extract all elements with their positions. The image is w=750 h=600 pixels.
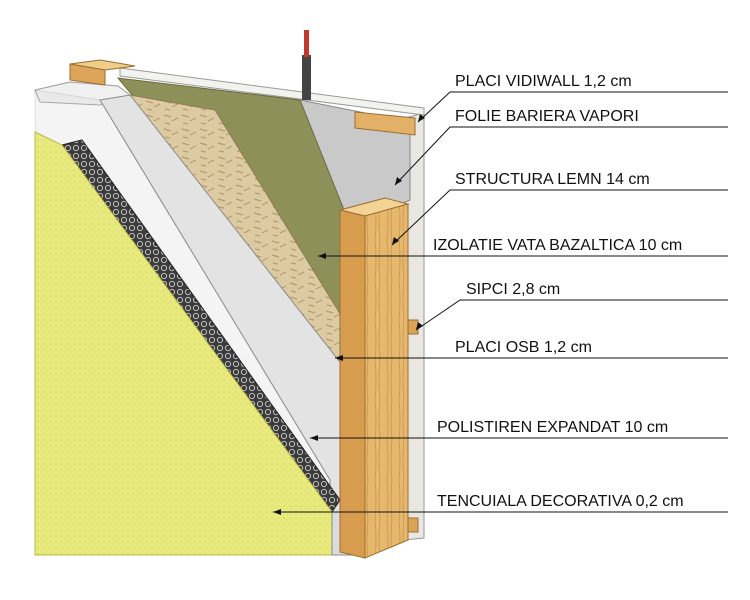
label-structura: STRUCTURA LEMN 14 cm: [455, 171, 650, 188]
leader-folie: [394, 126, 728, 186]
leader-arrows: [273, 114, 425, 515]
arrow-sipci: [416, 322, 423, 330]
arrow-tencuiala: [273, 509, 281, 515]
timber-top-rail: [354, 111, 416, 136]
timber-stud-front: [339, 209, 366, 559]
timber-stud-side: [364, 203, 409, 559]
label-izolatie: IZOLATIE VATA BAZALTICA 10 cm: [433, 237, 682, 254]
layer-labels: PLACI VIDIWALL 1,2 cm FOLIE BARIERA VAPO…: [433, 73, 684, 510]
label-sipci: SIPCI 2,8 cm: [466, 281, 560, 298]
arrow-folie: [395, 177, 402, 185]
leader-vidiwall: [417, 91, 728, 123]
label-folie: FOLIE BARIERA VAPORI: [455, 108, 639, 125]
arrow-izolatie: [318, 253, 326, 259]
vidiwall-top-edge: [119, 67, 425, 116]
arrow-osb: [335, 355, 343, 361]
lath-upper: [407, 319, 419, 335]
arrow-vidiwall: [418, 114, 425, 122]
cable-wire: [304, 30, 309, 57]
leader-structura: [391, 189, 728, 246]
label-polistiren: POLISTIREN EXPANDAT 10 cm: [437, 419, 668, 436]
arrow-polistiren: [310, 435, 318, 441]
leader-sipci: [415, 299, 728, 331]
leader-lines: [273, 91, 728, 513]
cable-conduit: [302, 55, 311, 100]
label-tencuiala: TENCUIALA DECORATIVA 0,2 cm: [437, 493, 684, 510]
label-osb: PLACI OSB 1,2 cm: [455, 339, 592, 356]
arrow-structura: [392, 237, 399, 245]
lath-lower: [407, 517, 419, 533]
timber-top-beam-front: [69, 63, 106, 86]
label-vidiwall: PLACI VIDIWALL 1,2 cm: [455, 73, 632, 90]
